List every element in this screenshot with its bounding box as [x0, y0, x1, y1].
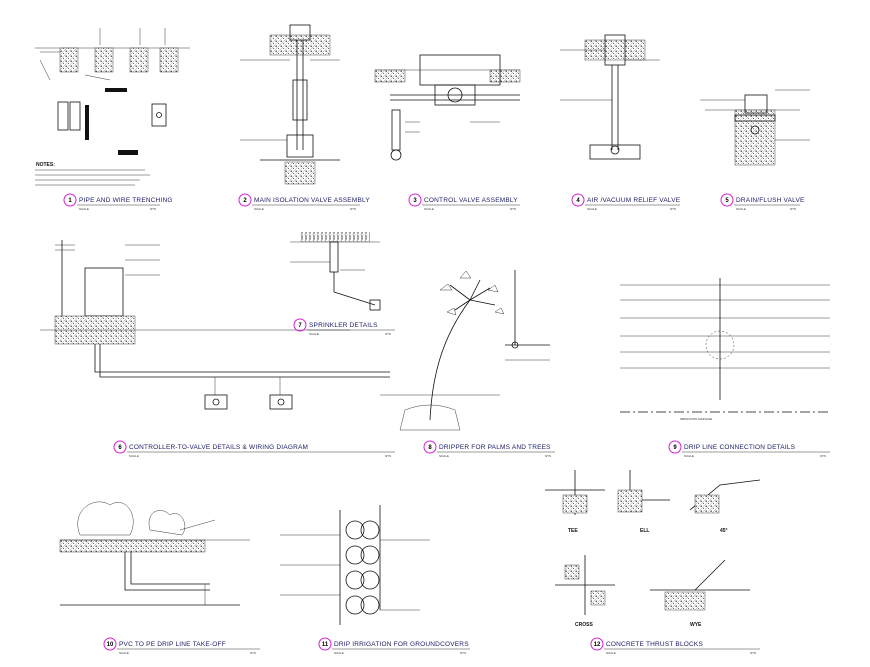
nts-label: NTS	[790, 207, 796, 211]
detail-title-text: MAIN ISOLATION VALVE ASSEMBLY	[254, 197, 370, 204]
notes-heading: NOTES:	[36, 162, 55, 168]
scale-label: SCALE	[736, 207, 746, 211]
detail-title-1: 1 PIPE AND WIRE TRENCHING SCALE NTS	[63, 193, 173, 211]
scale-label: SCALE	[684, 454, 694, 458]
detail-title-5: 5 DRAIN/FLUSH VALVE SCALE NTS	[720, 193, 805, 211]
detail-number: 3	[413, 198, 417, 204]
detail-number: 11	[322, 642, 329, 648]
detail-title-text: DRIP LINE CONNECTION DETAILS	[684, 444, 796, 451]
detail-number: 7	[298, 323, 302, 329]
wye-label: WYE	[690, 622, 702, 628]
scale-label: SCALE	[309, 332, 319, 336]
detail-title-4: 4 AIR /VACUUM RELIEF VALVE SCALE NTS	[571, 193, 681, 211]
detail-number-badge	[590, 637, 604, 651]
detail-title-12: 12 CONCRETE THRUST BLOCKS SCALE NTS	[590, 637, 760, 655]
ell-label: ELL	[640, 528, 649, 534]
thrust-block-tee: TEE	[545, 470, 605, 534]
scale-label: SCALE	[439, 454, 449, 458]
irrigation-mainline-label: IRRIGATION MAINLINE	[680, 417, 712, 421]
nts-label: NTS	[820, 454, 826, 458]
detail-title-6: 6 CONTROLLER-TO-VALVE DETAILS & WIRING DI…	[113, 440, 395, 458]
detail-4-air-vacuum-relief	[560, 34, 660, 160]
detail-1-pipe-wire-trenching: NOTES:	[35, 28, 190, 186]
detail-title-7: 7 SPRINKLER DETAILS SCALE NTS	[293, 318, 395, 336]
nts-label: NTS	[670, 207, 676, 211]
detail-title-10: 10 PVC TO PE DRIP LINE TAKE-OFF SCALE NTS	[103, 637, 260, 655]
detail-12-thrust-blocks: TEE ELL 45° CROSS WYE	[545, 470, 761, 628]
detail-title-text: PVC TO PE DRIP LINE TAKE-OFF	[119, 641, 226, 648]
detail-title-11: 11 DRIP IRRIGATION FOR GROUNDCOVERS SCALE N…	[318, 637, 470, 655]
detail-number: 8	[428, 445, 432, 451]
detail-2-main-isolation-valve	[240, 24, 340, 185]
detail-8-dripper-palms	[380, 270, 550, 431]
cross-label: CROSS	[575, 622, 593, 628]
detail-number: 12	[594, 642, 601, 648]
detail-title-text: DRIP IRRIGATION FOR GROUNDCOVERS	[334, 641, 469, 648]
scale-label: SCALE	[119, 651, 129, 655]
detail-number-badge	[63, 193, 77, 207]
detail-number: 5	[725, 198, 729, 204]
detail-number-badge	[113, 440, 127, 454]
detail-title-bars: 1 PIPE AND WIRE TRENCHING SCALE NTS 2 MAIN IS…	[63, 193, 830, 655]
detail-number-badge	[423, 440, 437, 454]
nts-label: NTS	[545, 454, 551, 458]
nts-label: NTS	[350, 207, 356, 211]
detail-number-badge	[293, 318, 307, 332]
detail-title-text: DRAIN/FLUSH VALVE	[736, 197, 805, 204]
scale-label: SCALE	[79, 207, 89, 211]
detail-number-badge	[318, 637, 332, 651]
thrust-block-cross: CROSS	[555, 555, 615, 628]
tee-label: TEE	[568, 528, 578, 534]
detail-title-3: 3 CONTROL VALVE ASSEMBLY SCALE NTS	[408, 193, 520, 211]
detail-number-badge	[408, 193, 422, 207]
nts-label: NTS	[750, 651, 756, 655]
scale-label: SCALE	[606, 651, 616, 655]
detail-6-controller-wiring	[40, 240, 390, 410]
nts-label: NTS	[150, 207, 156, 211]
thrust-block-45: 45°	[689, 479, 761, 534]
detail-number: 6	[118, 445, 122, 451]
bend45-label: 45°	[720, 528, 728, 534]
detail-number-badge	[571, 193, 585, 207]
nts-label: NTS	[510, 207, 516, 211]
nts-label: NTS	[250, 651, 256, 655]
detail-title-8: 8 DRIPPER FOR PALMS AND TREES SCALE NTS	[423, 440, 555, 458]
detail-title-text: CONCRETE THRUST BLOCKS	[606, 641, 703, 648]
detail-3-control-valve	[374, 54, 521, 161]
scale-label: SCALE	[254, 207, 264, 211]
detail-number-badge	[668, 440, 682, 454]
scale-label: SCALE	[587, 207, 597, 211]
detail-number: 9	[673, 445, 677, 451]
scale-label: SCALE	[424, 207, 434, 211]
thrust-block-ell: ELL	[617, 470, 670, 534]
detail-number: 2	[243, 198, 247, 204]
detail-5-drain-flush-valve	[700, 89, 810, 166]
detail-number: 10	[107, 642, 114, 648]
detail-title-9: 9 DRIP LINE CONNECTION DETAILS SCALE NTS	[668, 440, 830, 458]
scale-label: SCALE	[129, 454, 139, 458]
detail-7-sprinkler	[290, 232, 381, 311]
detail-title-text: PIPE AND WIRE TRENCHING	[79, 197, 173, 204]
detail-number-badge	[238, 193, 252, 207]
detail-9-drip-line-connection: IRRIGATION MAINLINE	[620, 278, 830, 421]
detail-title-text: DRIPPER FOR PALMS AND TREES	[439, 444, 551, 451]
detail-title-text: SPRINKLER DETAILS	[309, 322, 378, 329]
scale-label: SCALE	[334, 651, 344, 655]
detail-10-pvc-pe-takeoff	[59, 501, 250, 606]
detail-number: 4	[576, 198, 580, 204]
nts-label: NTS	[385, 332, 391, 336]
detail-title-text: CONTROLLER-TO-VALVE DETAILS & WIRING DIA…	[129, 444, 308, 451]
detail-11-drip-groundcover	[280, 505, 430, 625]
detail-number-badge	[720, 193, 734, 207]
thrust-block-wye: WYE	[650, 559, 750, 628]
nts-label: NTS	[460, 651, 466, 655]
detail-title-text: CONTROL VALVE ASSEMBLY	[424, 197, 518, 204]
nts-label: NTS	[385, 454, 391, 458]
detail-number-badge	[103, 637, 117, 651]
detail-title-2: 2 MAIN ISOLATION VALVE ASSEMBLY SCALE NTS	[238, 193, 370, 211]
detail-number: 1	[68, 198, 72, 204]
detail-title-text: AIR /VACUUM RELIEF VALVE	[587, 197, 681, 204]
